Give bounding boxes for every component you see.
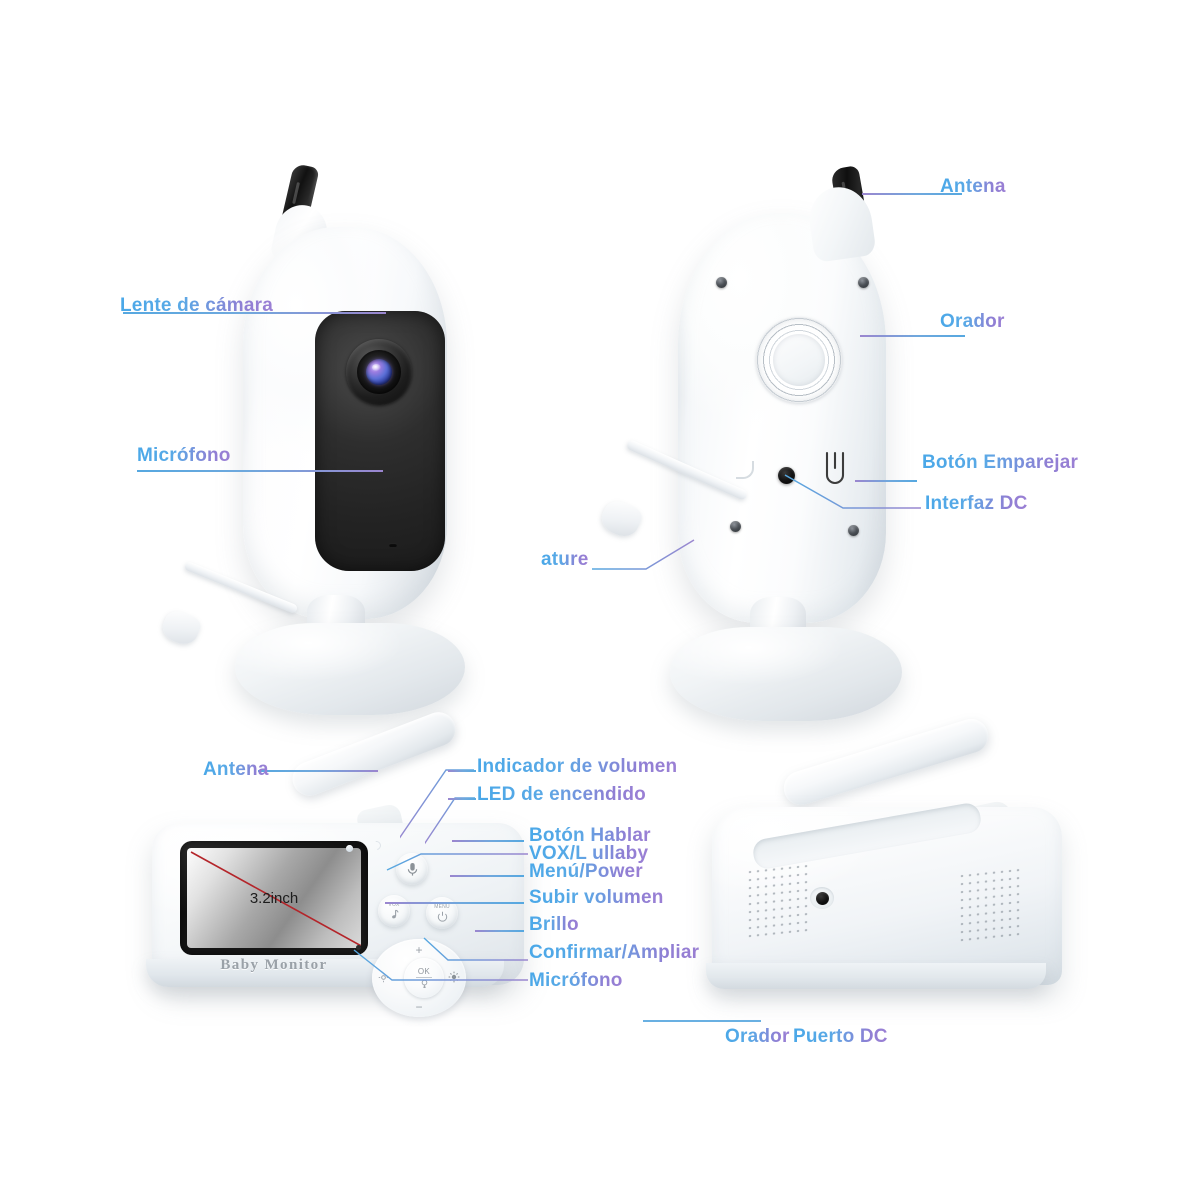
leader-line-pair-button: [855, 480, 917, 482]
leader-line-temperature: [592, 539, 695, 570]
monitor-speaker-grille-right: [958, 865, 1024, 947]
sun-icon: [448, 971, 460, 983]
camera-lens-outer-ring: [346, 339, 412, 405]
monitor-screen-bezel: 3.2inch: [180, 841, 368, 955]
volume-up-button[interactable]: +: [415, 943, 423, 957]
pair-button-icon: [818, 451, 852, 493]
menu-button-top-label: MENU: [434, 903, 450, 910]
leader-line-camera-back-antenna: [862, 193, 962, 195]
navigation-dpad[interactable]: + −: [372, 939, 466, 1017]
camera-back-body: [678, 213, 886, 623]
camera-lens-inner-ring: [357, 350, 401, 394]
camera-back-temperature-probe-tip: [597, 496, 645, 542]
leader-line-talk-button: [452, 840, 524, 842]
label-camera-lens: Lente de cámara: [120, 295, 273, 316]
volume-down-button[interactable]: −: [415, 1000, 423, 1014]
leader-line-monitor-microphone: [353, 949, 528, 981]
label-power-led: LED de encendido: [477, 784, 646, 805]
camera-back-view: [597, 165, 930, 721]
leader-line-monitor-speaker-vertical: [760, 902, 762, 1020]
music-note-icon: [392, 909, 399, 918]
ok-button-label: OK: [417, 966, 431, 976]
leader-line-camera-speaker: [860, 335, 965, 337]
leader-line-camera-lens: [123, 312, 386, 314]
leader-line-volume-up: [385, 902, 524, 904]
volume-indicator-led: [346, 845, 353, 852]
vox-lullaby-button[interactable]: VOX: [378, 895, 410, 927]
confirm-zoom-button[interactable]: OK: [404, 958, 444, 998]
label-vox-button: VOX/L ullaby: [529, 843, 649, 864]
monitor-rear-view: [690, 714, 1090, 1015]
label-camera-back-antenna: Antena: [940, 176, 1006, 197]
leader-line-dc-interface: [784, 474, 921, 509]
label-menu-button: Menú/Power: [529, 861, 643, 882]
leader-line-vox-button: [386, 853, 528, 871]
leader-line-camera-microphone: [137, 470, 383, 472]
camera-lens-glass: [366, 359, 392, 385]
label-volume-up: Subir volumen: [529, 887, 664, 908]
camera-microphone-hole: [389, 543, 397, 547]
monitor-dc-port: [810, 887, 834, 909]
label-dc-interface: Interfaz DC: [925, 493, 1028, 514]
label-brightness: Brillo: [529, 914, 579, 935]
label-monitor-dc-port: Puerto DC: [793, 1026, 888, 1047]
screw-icon: [858, 277, 869, 288]
label-pair-button: Botón Emparejar: [922, 452, 1079, 473]
screen-diagonal-measure-line: [190, 851, 361, 947]
label-camera-speaker: Orador: [940, 311, 1005, 332]
monitor-screen: 3.2inch: [187, 848, 361, 948]
label-monitor-antenna: Antena: [203, 759, 269, 780]
camera-face-panel: [315, 311, 445, 571]
monitor-rear-base: [706, 963, 1046, 989]
label-monitor-speaker: Orador: [725, 1026, 790, 1047]
monitor-brand-text: Baby Monitor: [220, 957, 328, 973]
camera-back-notch: [736, 461, 754, 479]
microphone-icon: [407, 862, 417, 876]
power-icon: [437, 911, 447, 922]
camera-front-view: [158, 162, 485, 715]
monitor-microphone-hole: [356, 945, 361, 950]
leader-line-monitor-dc-port: [808, 902, 810, 1020]
leader-line-monitor-antenna: [258, 770, 378, 772]
leader-line-brightness: [475, 930, 524, 932]
vox-button-top-label: VOX: [388, 901, 400, 908]
label-temperature: ature: [541, 549, 589, 570]
camera-back-stand-base: [670, 627, 902, 721]
label-confirm-zoom: Confirmar/Ampliar: [529, 942, 700, 963]
monitor-front-view: 3.2inch Baby Monitor VOX: [140, 707, 540, 1017]
camera-speaker-grille: [756, 317, 842, 403]
screw-icon: [716, 277, 727, 288]
label-monitor-microphone: Micrófono: [529, 970, 623, 991]
label-volume-indicator: Indicador de volumen: [477, 756, 678, 777]
brightness-up-button[interactable]: [448, 970, 460, 988]
camera-body: [243, 227, 447, 619]
leader-line-menu-button: [450, 875, 524, 877]
leader-line-confirm-zoom: [423, 937, 528, 961]
camera-back-antenna-shoulder: [805, 183, 877, 263]
leader-line-monitor-speaker: [643, 1020, 761, 1022]
leader-line-volume-indicator-stem: [448, 770, 476, 772]
label-camera-microphone: Micrófono: [137, 445, 231, 466]
temperature-probe-tip: [158, 607, 204, 649]
screw-icon: [848, 525, 859, 536]
ok-button-divider: [416, 976, 432, 978]
camera-stand-base: [235, 623, 465, 715]
label-talk-button: Botón Hablar: [529, 825, 651, 846]
screw-icon: [730, 521, 741, 532]
leader-line-power-led-stem: [448, 798, 476, 800]
screen-size-label: 3.2inch: [249, 890, 299, 907]
monitor-rear-antenna: [779, 714, 993, 810]
